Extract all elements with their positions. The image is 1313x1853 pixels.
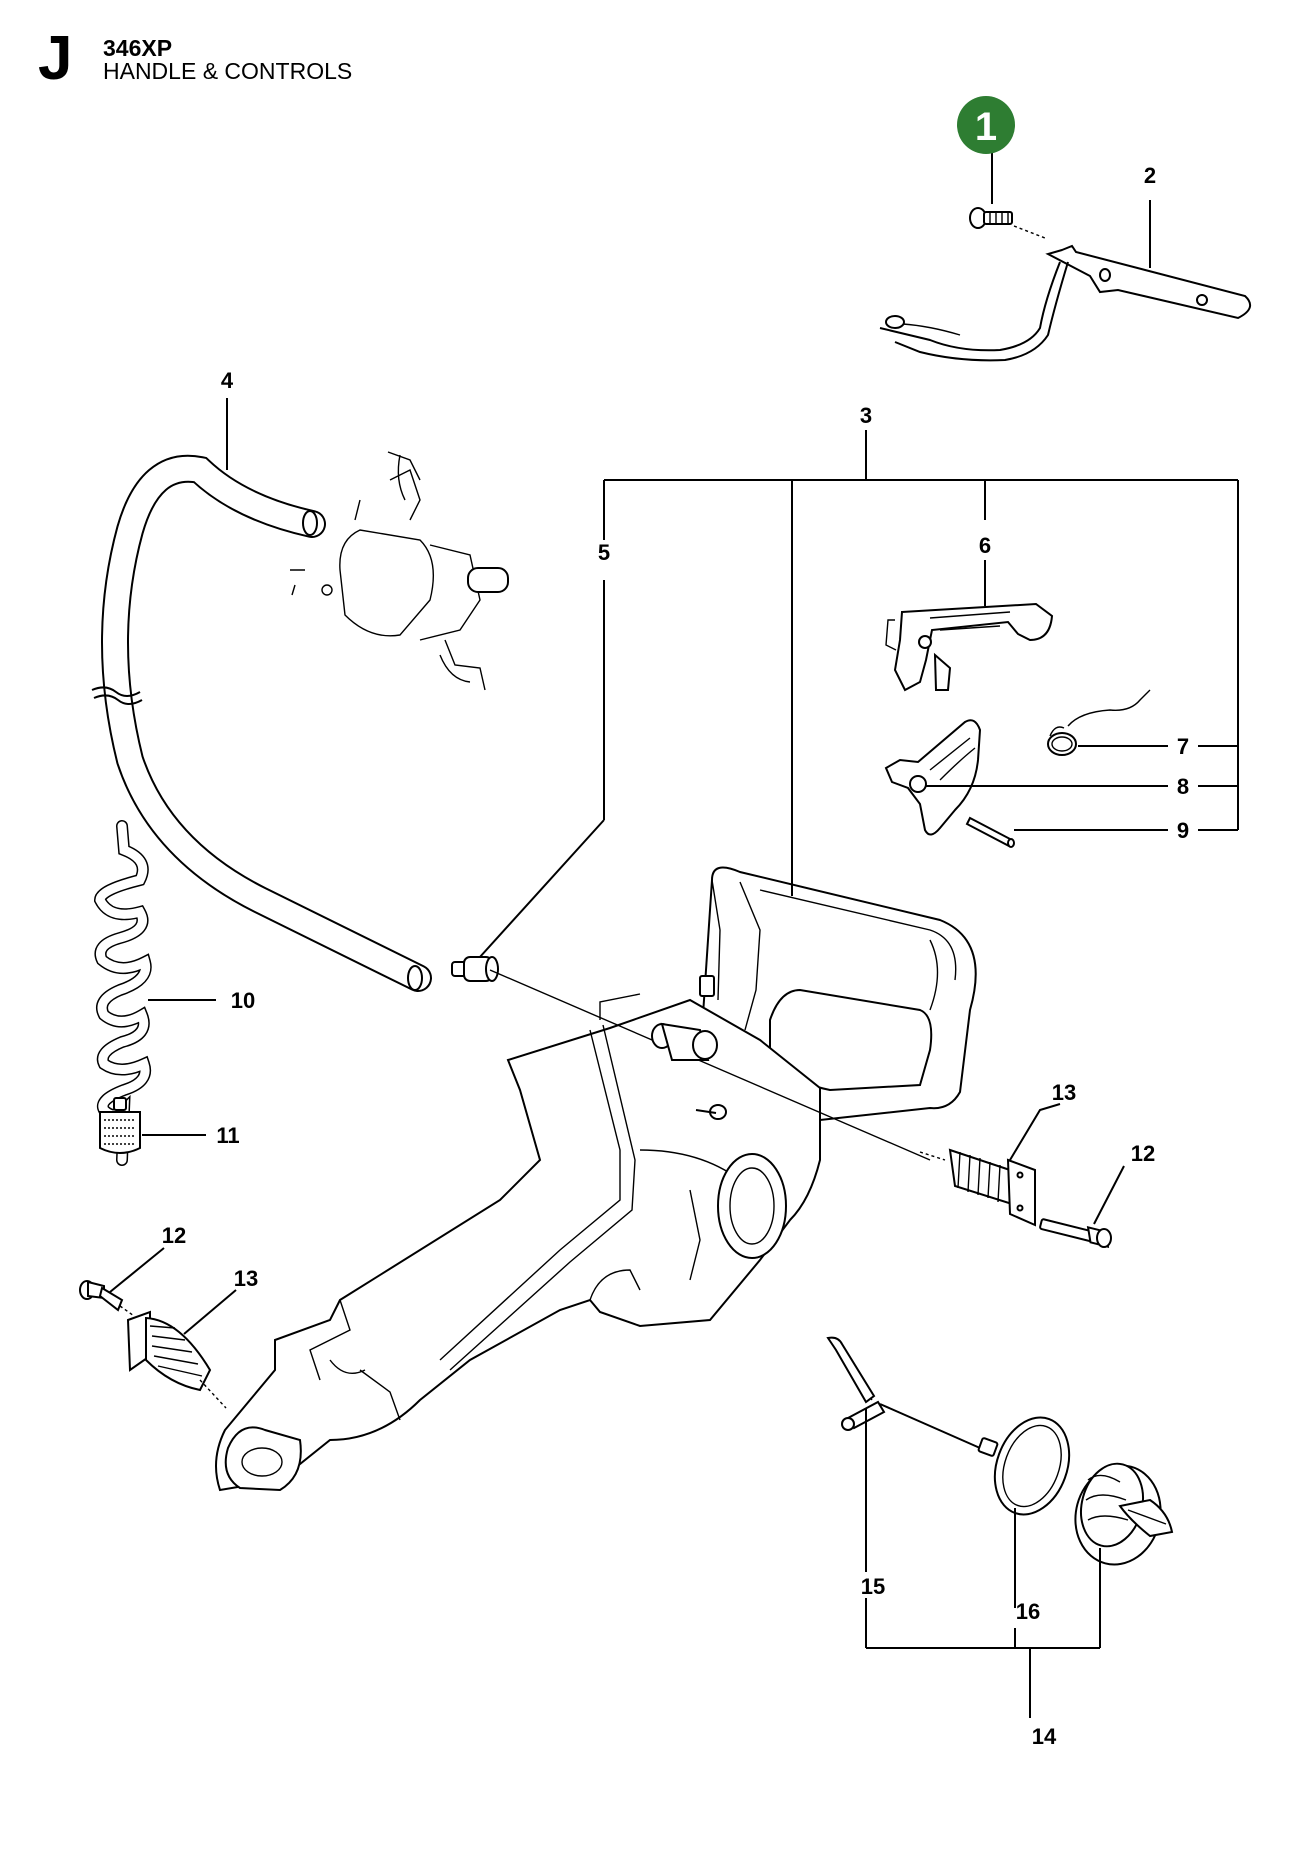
- part-9-pin: [965, 816, 1015, 848]
- section-title: HANDLE & CONTROLS: [103, 58, 353, 84]
- callout-10: 10: [231, 988, 255, 1013]
- part-10-coiled-hose: [93, 820, 152, 1166]
- callout-12b: 12: [1131, 1141, 1155, 1166]
- callout-badge-circle: [957, 96, 1015, 154]
- carburetor-sketch: [290, 451, 509, 691]
- callout-1-badge: 1: [957, 96, 1015, 154]
- callout-7: 7: [1177, 734, 1189, 759]
- callout-2: 2: [1144, 163, 1156, 188]
- part-5-grommet: [451, 956, 499, 982]
- part-15-cap-strap: [826, 1336, 999, 1457]
- part-2-bracket: [879, 244, 1252, 362]
- callout-8: 8: [1177, 774, 1189, 799]
- bracket-3: [603, 430, 1239, 880]
- leader-12a: [109, 1247, 165, 1293]
- callout-14: 14: [1032, 1724, 1057, 1749]
- part-8-throttle-trigger: [884, 719, 982, 836]
- part-14-fuel-cap: [1074, 1462, 1174, 1566]
- leader-13b: [1009, 1103, 1061, 1161]
- bracket-14: [865, 1408, 1101, 1718]
- part-12b-screw: [1039, 1218, 1112, 1249]
- callout-4: 4: [221, 368, 234, 393]
- callout-13b: 13: [1052, 1080, 1076, 1105]
- callout-16: 16: [1016, 1599, 1040, 1624]
- callout-12a: 12: [162, 1223, 186, 1248]
- callout-5: 5: [598, 540, 610, 565]
- callout-11: 11: [216, 1123, 239, 1148]
- part-13a-spring: [126, 1310, 227, 1409]
- callout-13a: 13: [234, 1266, 258, 1291]
- part-16-o-ring: [993, 1416, 1071, 1516]
- callout-9: 9: [1177, 818, 1189, 843]
- callout-15: 15: [861, 1574, 885, 1599]
- section-letter: J: [38, 24, 73, 93]
- rear-handle-housing: [215, 866, 977, 1492]
- part-1-screw: [969, 207, 1013, 229]
- callout-1: 1: [975, 105, 997, 149]
- leader-5-diag: [469, 819, 605, 969]
- part-7-spring: [1047, 689, 1151, 756]
- callout-3: 3: [860, 403, 872, 428]
- part-12a-screw: [79, 1280, 135, 1317]
- callout-6: 6: [979, 533, 991, 558]
- leader-12b: [1093, 1165, 1125, 1225]
- part-4-fuel-hose: [91, 454, 432, 992]
- leader-13a: [183, 1289, 237, 1335]
- part-6-throttle-lockout: [885, 602, 1054, 692]
- part-11-fuel-filter: [99, 1097, 141, 1154]
- part-13b-spring: [919, 1148, 1036, 1227]
- model-name: 346XP: [103, 35, 173, 61]
